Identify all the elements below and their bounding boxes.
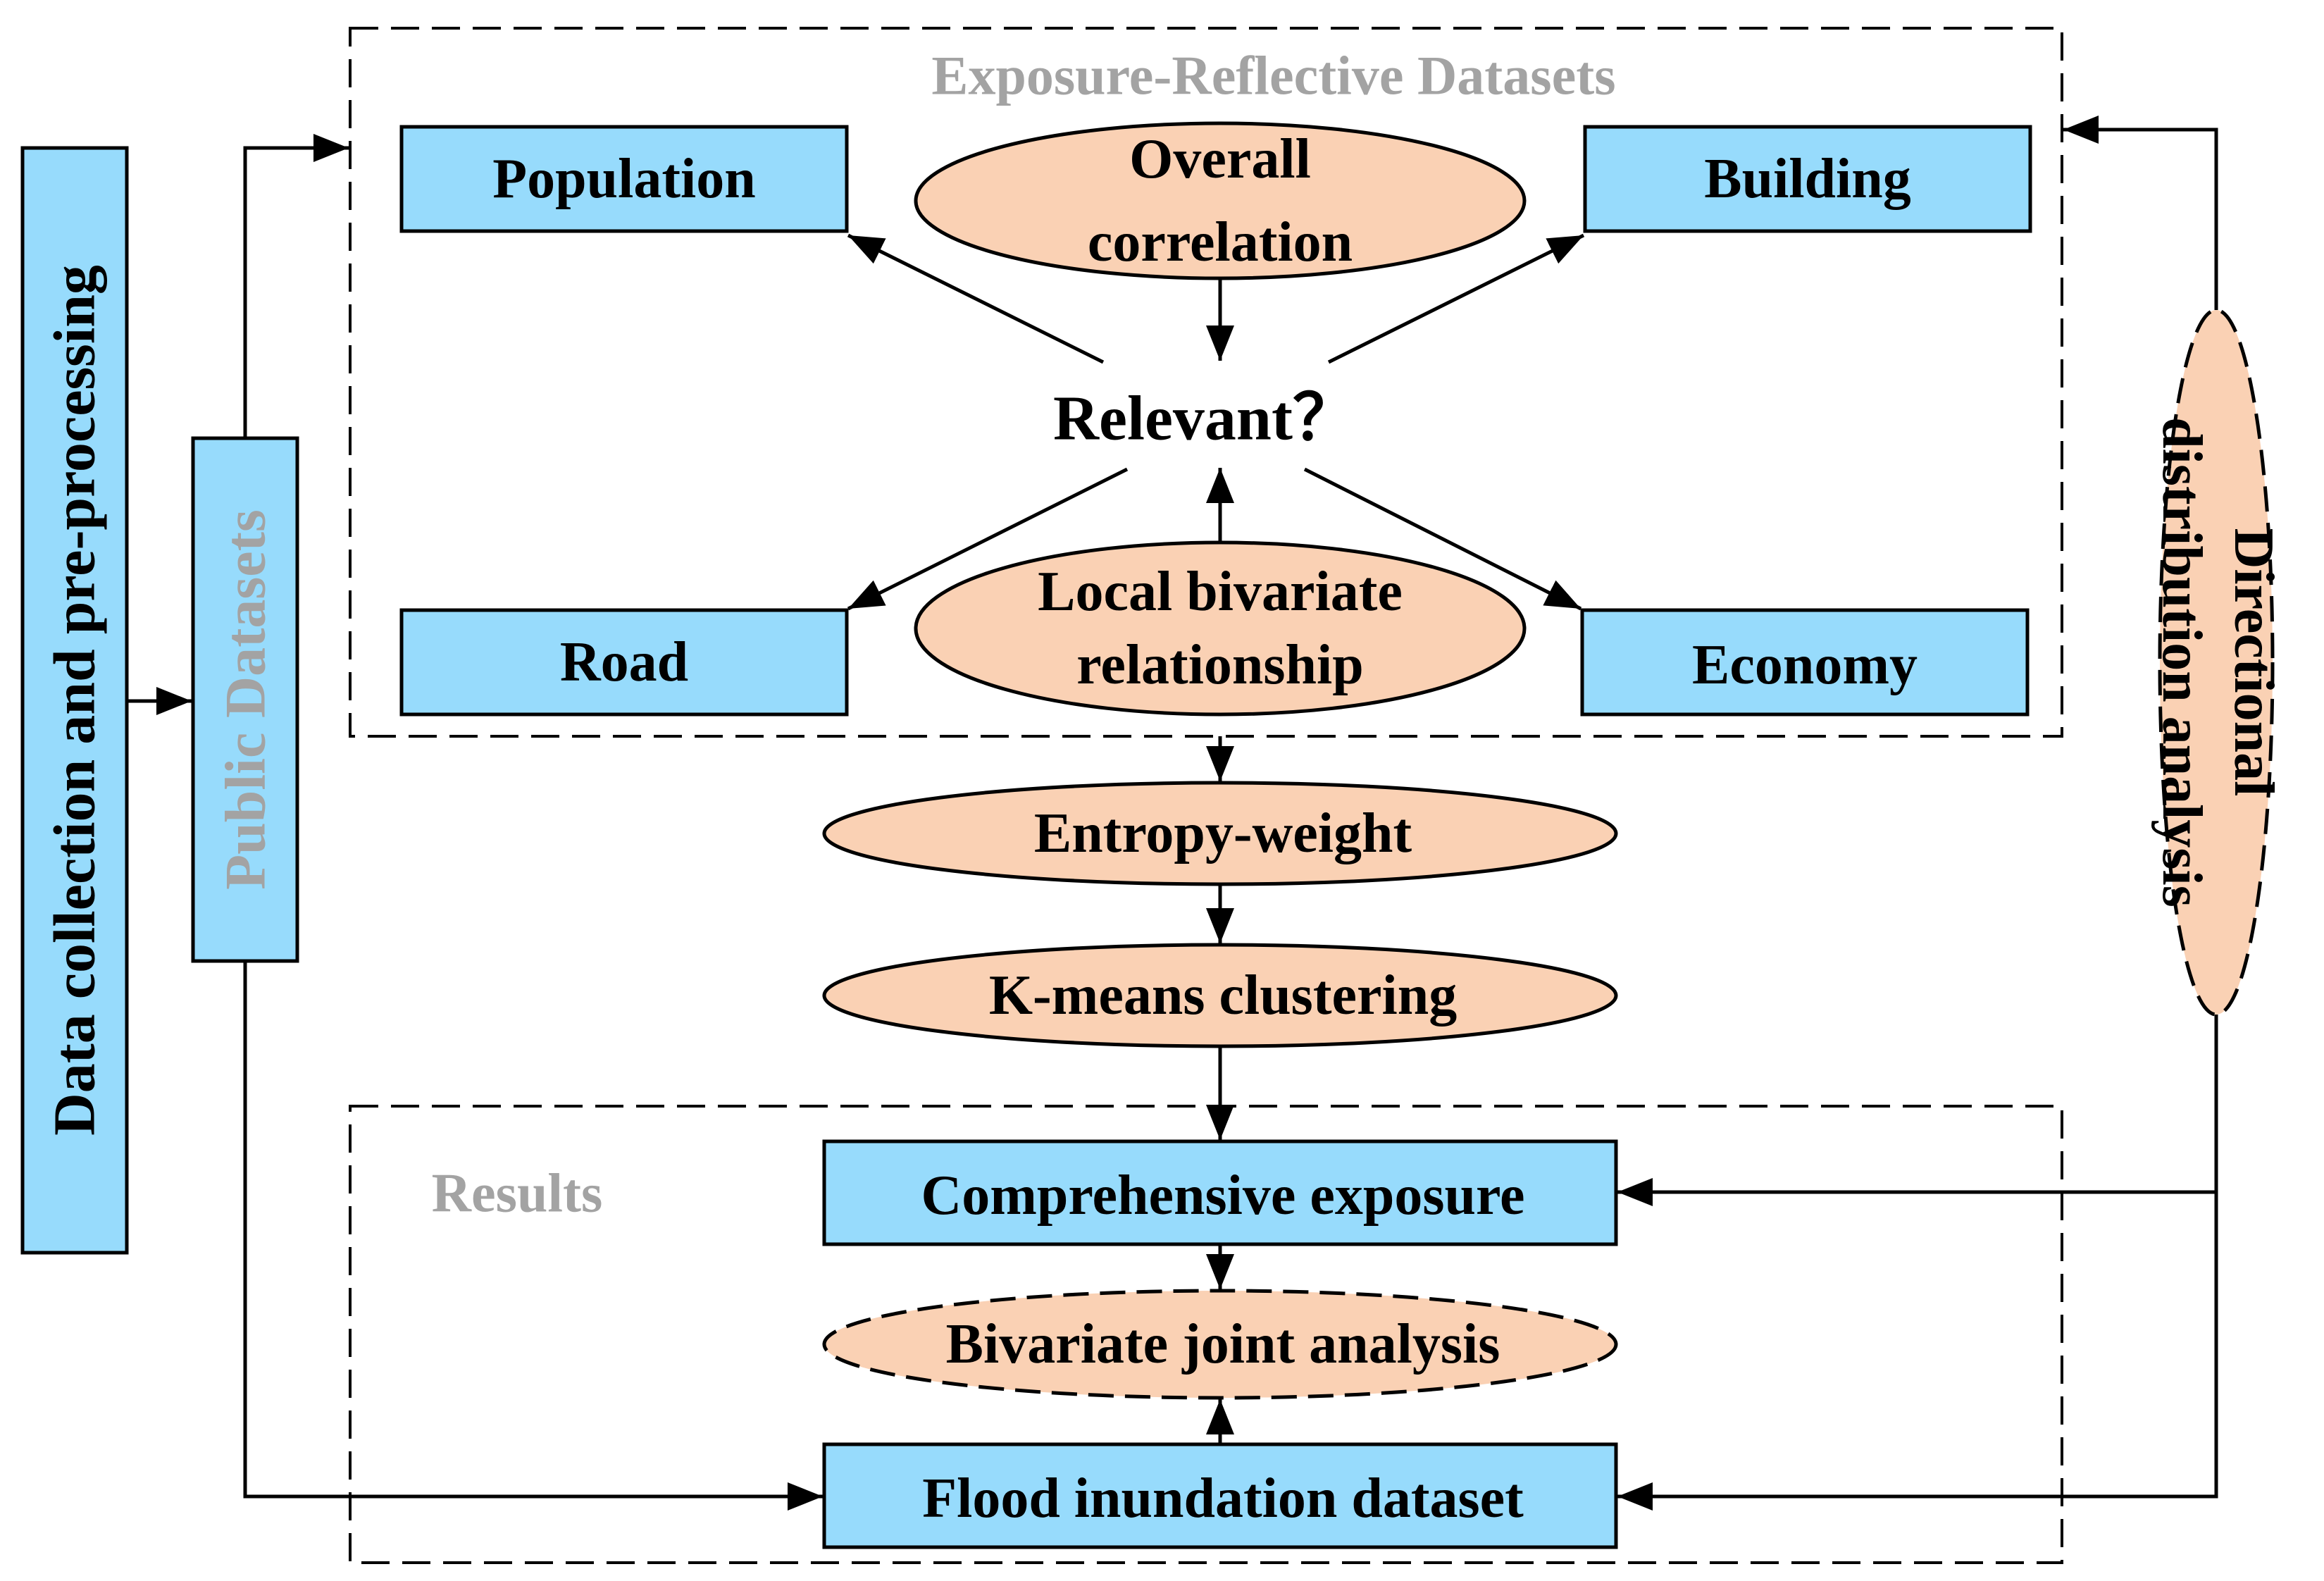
arrow-directional-to-flood bbox=[1617, 1192, 2218, 1511]
flood-inundation-box bbox=[822, 1442, 1618, 1549]
bivariate-joint-label: Bivariate joint analysis bbox=[946, 1313, 1500, 1375]
bivariate-joint-ellipse bbox=[822, 1289, 1618, 1400]
kmeans-label: K-means clustering bbox=[989, 965, 1457, 1027]
directional-analysis-line1: Directional bbox=[2223, 528, 2285, 797]
population-box bbox=[399, 125, 849, 233]
economy-box bbox=[1580, 608, 2030, 717]
entropy-weight-label: Entropy-weight bbox=[1034, 802, 1412, 864]
road-box bbox=[399, 608, 849, 717]
arrow-to-population bbox=[847, 233, 1105, 364]
comprehensive-exposure-label: Comprehensive exposure bbox=[921, 1165, 1524, 1227]
directional-analysis-line2: distribution analysis bbox=[2151, 417, 2213, 907]
exposure-group-frame bbox=[349, 27, 2063, 738]
results-group-frame bbox=[349, 1105, 2063, 1564]
directional-analysis-ellipse bbox=[2158, 308, 2275, 1017]
arrow-public-to-flood bbox=[243, 961, 823, 1511]
arrow-directional-to-exposure bbox=[2063, 116, 2218, 310]
road-label: Road bbox=[560, 631, 688, 693]
arrow-public-to-exposure bbox=[243, 134, 349, 438]
arrow-to-economy bbox=[1303, 467, 1582, 611]
arrow-directional-to-comprehensive bbox=[1617, 1015, 2218, 1206]
exposure-group-title: Exposure-Reflective Datasets bbox=[931, 45, 1615, 106]
data-collection-label: Data collection and pre-processing bbox=[42, 265, 108, 1136]
building-box bbox=[1583, 125, 2032, 233]
population-label: Population bbox=[492, 148, 755, 210]
results-group-title: Results bbox=[432, 1162, 603, 1224]
building-label: Building bbox=[1704, 148, 1911, 210]
public-datasets-label: Public Datasets bbox=[213, 509, 278, 890]
arrow-to-road bbox=[847, 467, 1129, 611]
arrow-to-building bbox=[1327, 233, 1585, 364]
economy-label: Economy bbox=[1692, 634, 1918, 696]
local-bivariate-line2: relationship bbox=[1076, 634, 1364, 696]
local-bivariate-line1: Local bivariate bbox=[1038, 561, 1403, 623]
comprehensive-exposure-box bbox=[822, 1139, 1618, 1246]
overall-correlation-line2: correlation bbox=[1088, 211, 1353, 273]
relevant-label: Relevant？ bbox=[1053, 384, 1356, 454]
overall-correlation-line1: Overall bbox=[1129, 128, 1311, 190]
flood-inundation-label: Flood inundation dataset bbox=[922, 1468, 1524, 1530]
